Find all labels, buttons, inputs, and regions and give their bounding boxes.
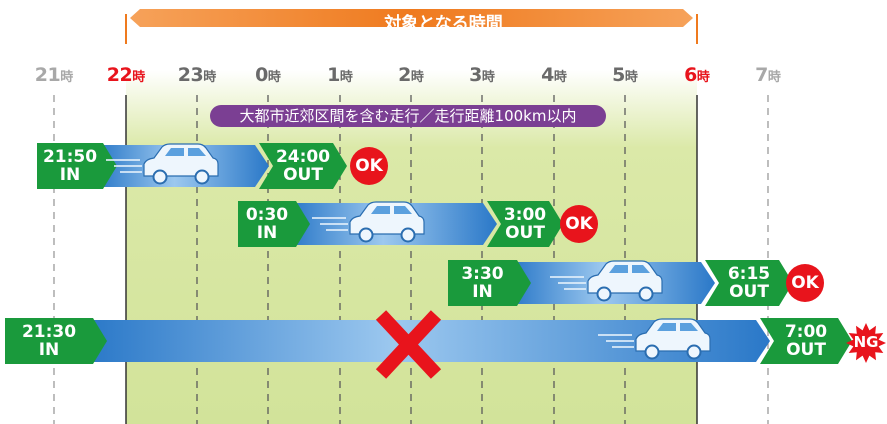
hour-number: 1 <box>327 64 340 86</box>
hour-unit: 時 <box>553 70 567 85</box>
in-tag-0-text: IN <box>59 165 81 185</box>
out-tag-2-time: 6:15 <box>727 264 771 284</box>
hour-number: 22 <box>106 64 133 86</box>
hour-label-4: 1時 <box>327 64 353 86</box>
car-icon <box>106 143 219 185</box>
in-tag-1-time: 0:30 <box>245 205 289 225</box>
out-tag-0-time: 24:00 <box>275 147 331 167</box>
out-arrow-1 <box>487 201 563 247</box>
in-tag-2-text: IN <box>472 282 493 302</box>
hour-unit: 時 <box>696 70 710 85</box>
hour-number: 4 <box>541 64 554 86</box>
out-tag-1-time: 3:00 <box>503 205 547 225</box>
cross-icon <box>375 310 442 379</box>
hour-label-5: 2時 <box>398 64 424 86</box>
hour-number: 5 <box>612 64 625 86</box>
hour-label-0: 21時 <box>35 64 73 86</box>
in-tag-2-time: 3:30 <box>461 264 504 284</box>
in-tag-1-text: IN <box>256 223 278 243</box>
hour-label-2: 23時 <box>178 64 216 86</box>
in-arrow-2 <box>448 260 531 306</box>
target-zone <box>126 70 697 424</box>
hour-unit: 時 <box>60 70 74 85</box>
car-icon <box>550 260 663 302</box>
hour-number: 2 <box>398 64 411 86</box>
hour-unit: 時 <box>339 70 353 85</box>
banner-arrow <box>130 9 693 27</box>
hour-label-7: 4時 <box>541 64 567 86</box>
out-tag-2-text: OUT <box>729 282 769 302</box>
banner-label: 対象となる時間 <box>384 14 503 34</box>
in-arrow-0 <box>37 143 117 189</box>
hour-label-9: 6時 <box>684 64 710 86</box>
hour-number: 23 <box>177 64 204 86</box>
trip-bar-3 <box>87 320 770 362</box>
hour-number: 3 <box>469 64 482 86</box>
in-arrow-1 <box>238 201 310 247</box>
out-tag-3-text: OUT <box>786 340 826 360</box>
in-arrow-3 <box>5 318 107 364</box>
out-arrow-3 <box>760 318 852 364</box>
hour-unit: 時 <box>203 70 217 85</box>
hour-unit: 時 <box>767 70 781 85</box>
hour-unit: 時 <box>624 70 638 85</box>
condition-note: 大都市近郊区間を含む走行／走行距離100km以内 <box>210 105 606 127</box>
in-tag-3-time: 21:30 <box>21 322 77 342</box>
out-arrow-2 <box>705 260 793 306</box>
ok-badge: OK <box>786 264 824 302</box>
hour-label-10: 7時 <box>755 64 781 86</box>
ok-badge: OK <box>350 147 388 185</box>
out-arrow-0 <box>259 143 347 189</box>
hour-label-8: 5時 <box>612 64 638 86</box>
hour-label-3: 0時 <box>255 64 281 86</box>
car-icon <box>598 318 711 360</box>
hour-label-6: 3時 <box>469 64 495 86</box>
car-icon <box>312 201 425 243</box>
hour-number: 6 <box>684 64 697 86</box>
hour-unit: 時 <box>267 70 281 85</box>
hour-unit: 時 <box>481 70 495 85</box>
hour-unit: 時 <box>132 70 146 85</box>
hour-number: 0 <box>255 64 268 86</box>
ok-badge: OK <box>560 205 598 243</box>
trip-bars <box>5 143 886 379</box>
hour-number: 21 <box>34 64 61 86</box>
ng-badge: NG <box>853 333 879 351</box>
out-tag-1-text: OUT <box>505 223 545 243</box>
out-tag-0-text: OUT <box>283 165 323 185</box>
hour-number: 7 <box>755 64 768 86</box>
hour-label-1: 22時 <box>107 64 145 86</box>
ng-burst <box>846 323 886 363</box>
in-tag-0-time: 21:50 <box>42 147 98 167</box>
in-tag-3-text: IN <box>38 340 60 360</box>
hour-unit: 時 <box>410 70 424 85</box>
out-tag-3-time: 7:00 <box>784 322 828 342</box>
